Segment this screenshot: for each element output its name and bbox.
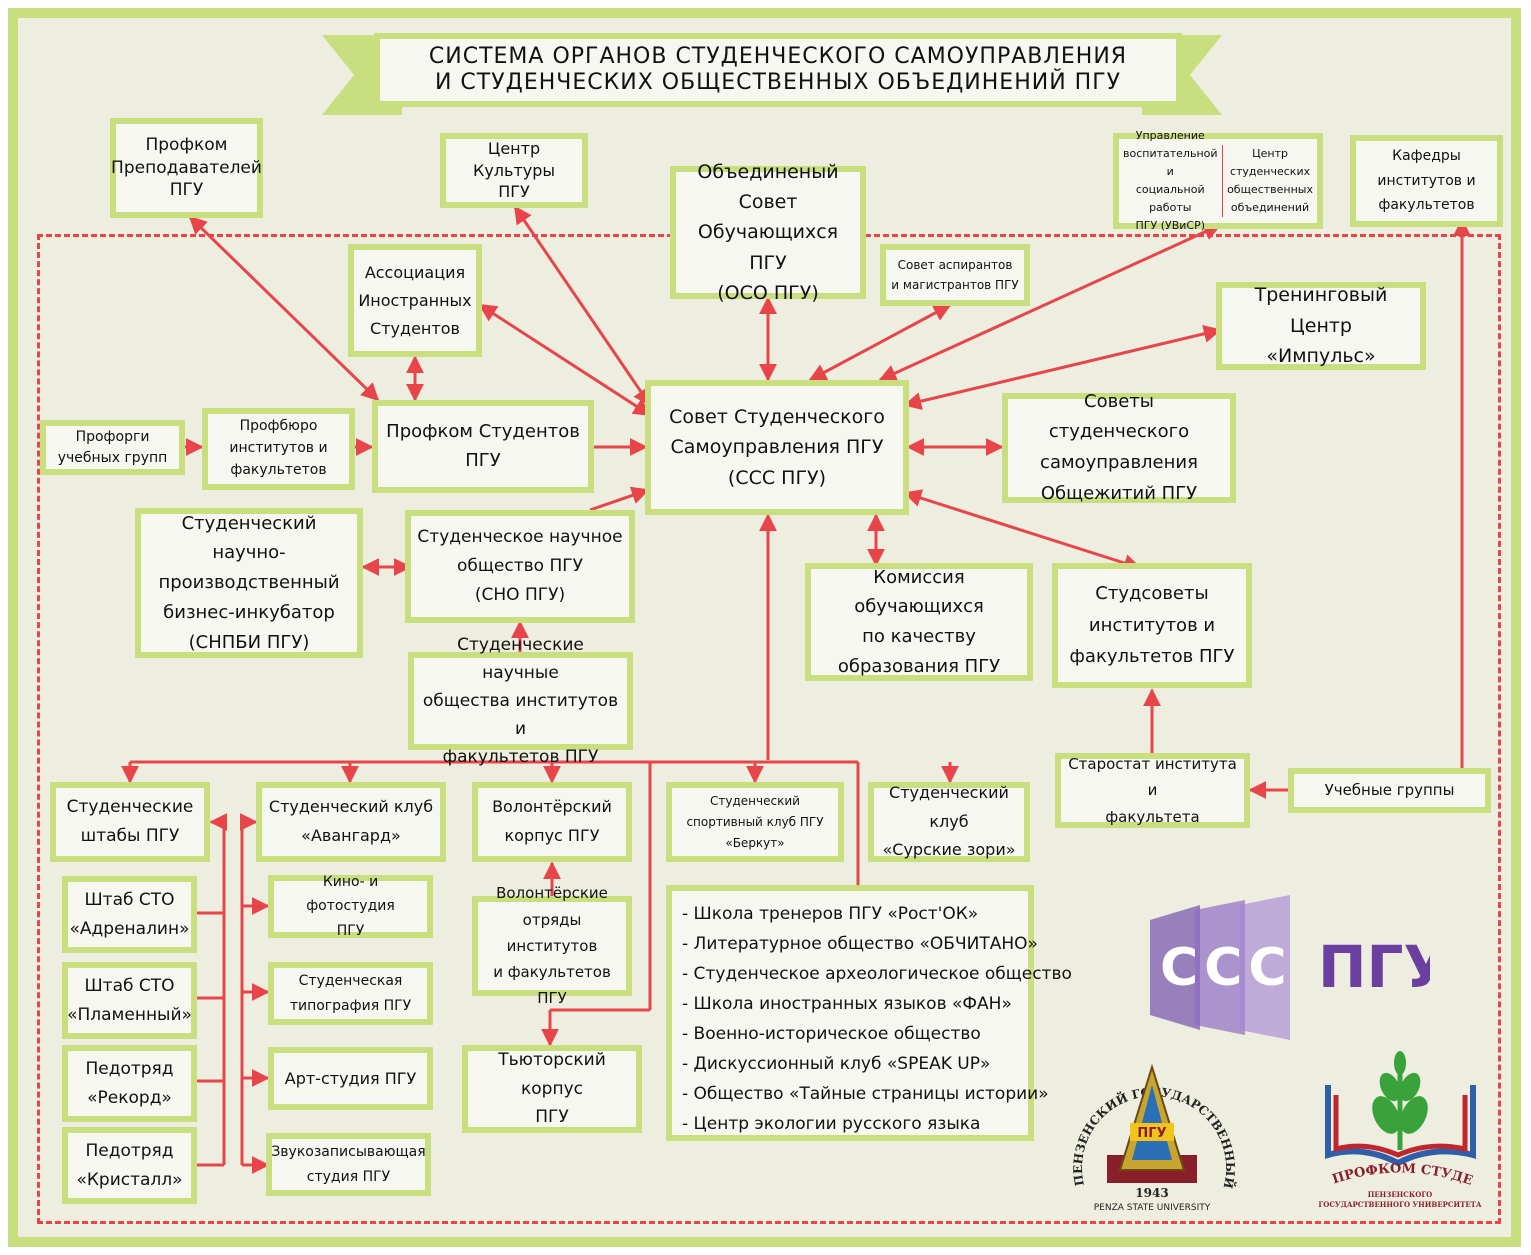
club-surskie-zori: Студенческий клуб«Сурские зори» — [868, 782, 1030, 862]
list-item: Военно-историческое общество — [682, 1019, 1018, 1049]
list-item: Литературное общество «ОБЧИТАНО» — [682, 929, 1038, 959]
diagram-title: СИСТЕМА ОРГАНОВ СТУДЕНЧЕСКОГО САМОУПРАВЛ… — [374, 33, 1182, 107]
sto-plamenny: Штаб СТО«Пламенный» — [62, 962, 197, 1039]
pgu-year: 1943 — [1135, 1186, 1168, 1200]
training-center: Тренинговый Центр«Импульс» — [1216, 282, 1426, 370]
title-line-2: И СТУДЕНЧЕСКИХ ОБЩЕСТВЕННЫХ ОБЪЕДИНЕНИЙ … — [434, 70, 1122, 95]
list-item: Студенческое археологическое общество — [682, 959, 1072, 989]
pedotryad-rekord: Педотряд«Рекорд» — [62, 1045, 197, 1122]
list-item: Центр экологии русского языка — [682, 1109, 1018, 1139]
ccc-text: ССС — [1160, 938, 1293, 998]
profkom-line-1: ПЕНЗЕНСКОГО — [1368, 1190, 1433, 1199]
sto-adrenalin: Штаб СТО«Адреналин» — [62, 876, 197, 953]
profkom-students-logo: ПРОФКОМ СТУДЕНТОВ ПЕНЗЕНСКОГО ГОСУДАРСТВ… — [1318, 1045, 1482, 1209]
pgu-caption: PENZA STATE UNIVERSITY — [1094, 1203, 1211, 1213]
art-studio: Арт-студия ПГУ — [268, 1047, 433, 1110]
pgu-emblem-text: ПГУ — [1137, 1126, 1166, 1141]
club-avangard: Студенческий клуб«Авангард» — [256, 782, 446, 862]
divider — [1221, 145, 1224, 217]
pedotryad-kristall: Педотряд«Кристалл» — [62, 1127, 197, 1204]
clubs-list-box: Школа тренеров ПГУ «Рост'ОК» Литературно… — [666, 885, 1072, 1141]
clubs-list: Школа тренеров ПГУ «Рост'ОК» Литературно… — [682, 899, 1072, 1139]
pgu-university-logo: ПЕНЗЕНСКИЙ ГОСУДАРСТВЕННЫЙ УНИВЕРСИТЕТ П… — [1062, 1045, 1239, 1213]
study-groups: Учебные группы — [1288, 768, 1491, 813]
pgu-text: ПГУ — [1318, 933, 1430, 1001]
list-item: Школа тренеров ПГУ «Рост'ОК» — [682, 899, 1018, 929]
sss-logo: ССС ПГУ — [1150, 895, 1430, 1040]
list-item: Дискуссионный клуб «SPEAK UP» — [682, 1049, 1018, 1079]
title-line-1: СИСТЕМА ОРГАНОВ СТУДЕНЧЕСКОГО САМОУПРАВЛ… — [428, 43, 1128, 69]
profkom-line-2: ГОСУДАРСТВЕННОГО УНИВЕРСИТЕТА — [1318, 1200, 1481, 1209]
list-item: Общество «Тайные страницы истории» — [682, 1079, 1049, 1109]
list-item: Школа иностранных языков «ФАН» — [682, 989, 1018, 1019]
